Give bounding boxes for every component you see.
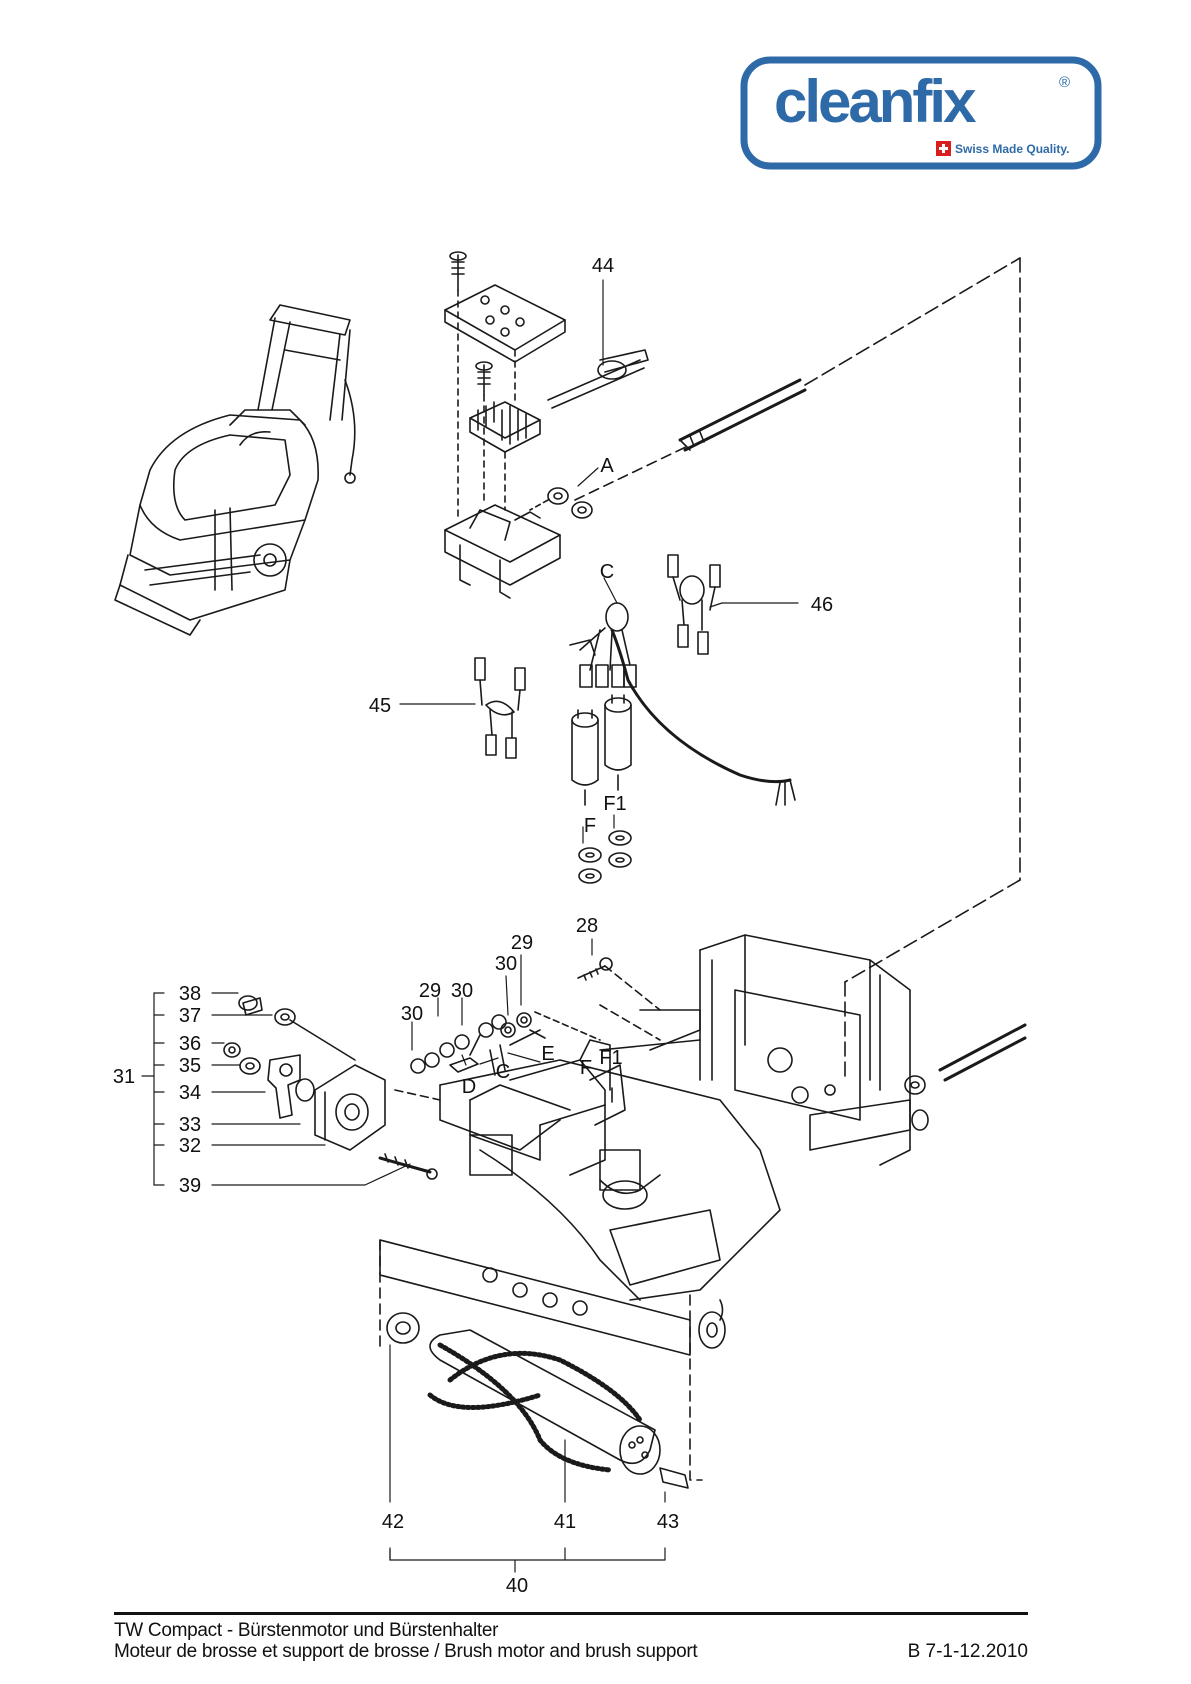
callout-34: 34 bbox=[179, 1082, 201, 1104]
callout-F-upper: F bbox=[584, 815, 596, 837]
callout-38: 38 bbox=[179, 983, 201, 1005]
callout-30-lower: 30 bbox=[401, 1003, 423, 1025]
callout-F1-lower: F1 bbox=[599, 1047, 622, 1069]
callout-40: 40 bbox=[506, 1575, 528, 1597]
callout-28: 28 bbox=[576, 915, 598, 937]
capacitor-assembly bbox=[570, 603, 795, 883]
callout-30-upper: 30 bbox=[495, 953, 517, 975]
callout-32: 32 bbox=[179, 1135, 201, 1157]
footer-document-reference: B 7-1-12.2010 bbox=[908, 1641, 1028, 1662]
callout-36: 36 bbox=[179, 1033, 201, 1055]
power-cable bbox=[575, 258, 1020, 1080]
connector-set-46 bbox=[668, 555, 720, 654]
cable-part-44 bbox=[548, 350, 648, 408]
callout-31: 31 bbox=[113, 1066, 135, 1088]
footer: TW Compact - Bürstenmotor und Bürstenhal… bbox=[114, 1620, 1028, 1662]
callout-D: D bbox=[462, 1076, 476, 1098]
callout-45: 45 bbox=[369, 695, 391, 717]
callout-35: 35 bbox=[179, 1055, 201, 1077]
callout-A: A bbox=[600, 455, 614, 477]
callout-E: E bbox=[541, 1043, 554, 1065]
machine-overview-illustration bbox=[115, 305, 355, 635]
callout-F1-upper: F1 bbox=[603, 793, 626, 815]
exploded-view-drawing: 44 A C 46 45 F F1 28 29 30 29 30 30 E C … bbox=[0, 0, 1191, 1600]
footer-rule bbox=[114, 1612, 1028, 1615]
callout-44: 44 bbox=[592, 255, 614, 277]
callout-30-middle: 30 bbox=[451, 980, 473, 1002]
callout-29-lower: 29 bbox=[419, 980, 441, 1002]
callout-29-upper: 29 bbox=[511, 932, 533, 954]
terminal-box-assembly bbox=[445, 252, 592, 598]
footer-title-german: TW Compact - Bürstenmotor und Bürstenhal… bbox=[114, 1620, 1028, 1641]
callout-39: 39 bbox=[179, 1175, 201, 1197]
callout-41: 41 bbox=[554, 1511, 576, 1533]
callout-33: 33 bbox=[179, 1114, 201, 1136]
footer-title-french-english: Moteur de brosse et support de brosse / … bbox=[114, 1641, 1028, 1662]
callout-37: 37 bbox=[179, 1005, 201, 1027]
brush-roller-assembly bbox=[387, 1313, 688, 1488]
callout-C-lower: C bbox=[496, 1061, 510, 1083]
callout-42: 42 bbox=[382, 1511, 404, 1533]
lower-cable bbox=[905, 1025, 1025, 1094]
callout-C-upper: C bbox=[600, 561, 614, 583]
connector-set-45 bbox=[475, 658, 525, 758]
leader-lines bbox=[142, 280, 798, 1572]
callout-F-lower: F bbox=[580, 1057, 592, 1079]
callout-labels: 44 A C 46 45 F F1 28 29 30 29 30 30 E C … bbox=[113, 255, 833, 1597]
callout-46: 46 bbox=[811, 594, 833, 616]
callout-43: 43 bbox=[657, 1511, 679, 1533]
